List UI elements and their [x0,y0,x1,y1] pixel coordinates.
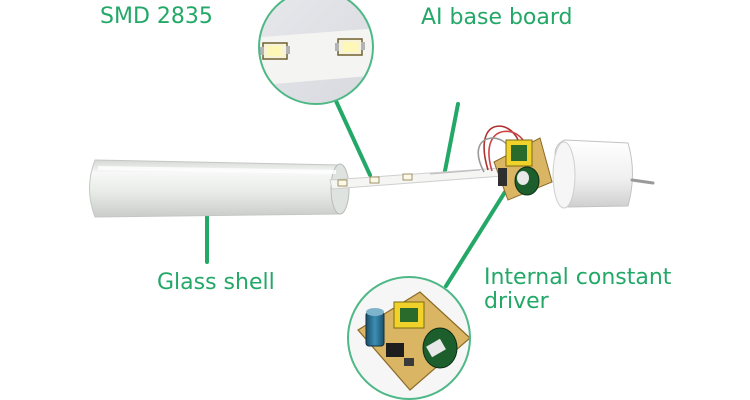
pointer-line-driver [444,190,507,288]
glass-shell-tube [89,159,350,218]
pointer-line-base-board [442,102,460,178]
pointer-line-smd [334,99,372,177]
led-chip-icon [337,179,348,187]
driver-board-icon [493,137,553,201]
label-glass-shell: Glass shell [157,270,275,295]
label-driver-line-1: Internal constant [484,265,672,290]
label-ai-base-board: AI base board [421,5,573,30]
end-cap-icon [552,139,655,209]
led-strip [329,167,503,190]
led-chip-callout [258,0,374,105]
driver-callout [347,276,471,400]
label-smd-2835: SMD 2835 [100,4,213,29]
label-driver-line-2: driver [484,289,549,314]
label-internal-constant-driver: Internal constant driver [484,266,671,314]
led-chip-icon [402,173,413,181]
led-chip-icon [369,176,380,184]
